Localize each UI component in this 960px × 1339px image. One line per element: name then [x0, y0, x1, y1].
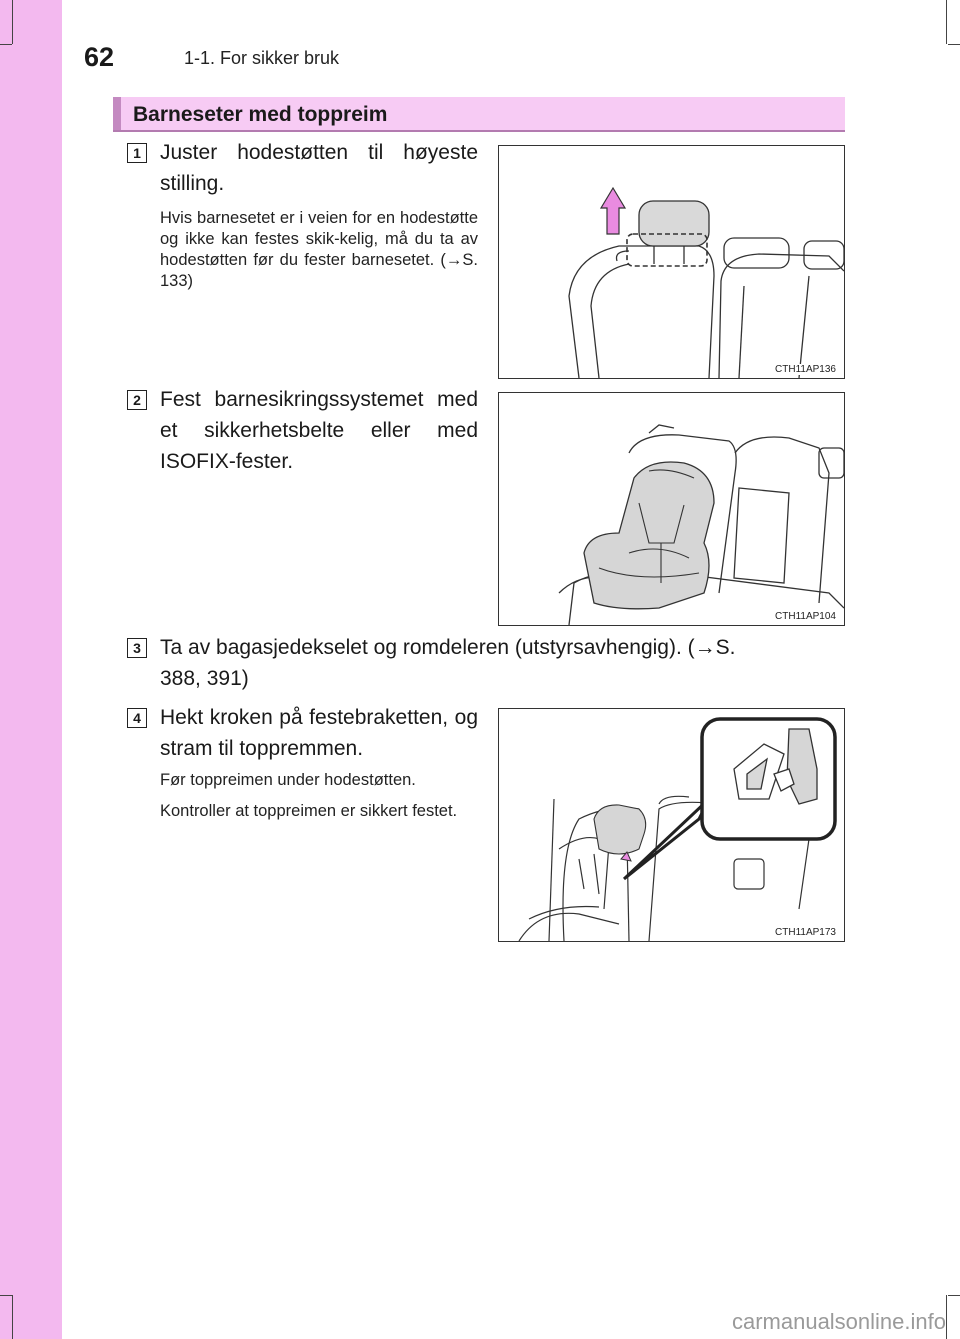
step-2-text: Fest barnesikringssystemet med et sikker…	[160, 388, 478, 473]
step-number-3: 3	[127, 638, 147, 658]
step-number-2: 2	[127, 390, 147, 410]
step-number-4: 4	[127, 708, 147, 728]
figure-code-4: CTH11AP173	[773, 927, 838, 938]
top-tether-illustration	[518, 717, 837, 941]
crop-mark	[948, 1295, 960, 1296]
section-header-accent	[113, 97, 121, 130]
crop-mark	[946, 1295, 947, 1339]
child-seat-illustration	[558, 424, 844, 625]
headrest-illustration	[568, 186, 844, 378]
figure-code-1: CTH11AP136	[773, 364, 838, 375]
chapter-side-band	[0, 0, 62, 1339]
section-title: Barneseter med toppreim	[133, 103, 388, 126]
watermark: carmanualsonline.info	[731, 1309, 946, 1334]
figure-headrest-adjust: CTH11AP136	[498, 145, 845, 379]
chapter-title: 1-1. For sikker bruk	[184, 48, 340, 68]
step-1-note: Hvis barnesetet er i veien for en hodest…	[160, 209, 478, 290]
crop-mark	[948, 44, 960, 45]
crop-mark	[12, 1295, 13, 1339]
figure-code-2: CTH11AP104	[773, 611, 838, 622]
page-number: 62	[84, 42, 115, 72]
figure-top-tether: CTH11AP173	[498, 708, 845, 942]
crop-mark	[0, 1295, 12, 1296]
step-number-1: 1	[127, 143, 147, 163]
figure-child-seat: CTH11AP104	[498, 392, 845, 626]
step-3-text: Ta av bagasjedekselet og romdeleren (uts…	[160, 636, 736, 690]
step-4-note-2: Kontroller at toppreimen er sikkert fest…	[160, 802, 458, 820]
section-header: Barneseter med toppreim	[113, 97, 845, 132]
step-1-text: Juster hodestøtten til høyeste stilling.	[160, 141, 478, 195]
crop-mark	[0, 44, 12, 45]
step-4-note-1: Før toppreimen under hodestøtten.	[160, 771, 416, 789]
crop-mark	[12, 0, 13, 44]
crop-mark	[946, 0, 947, 44]
step-4-text: Hekt kroken på festebraketten, og stram …	[160, 706, 478, 760]
